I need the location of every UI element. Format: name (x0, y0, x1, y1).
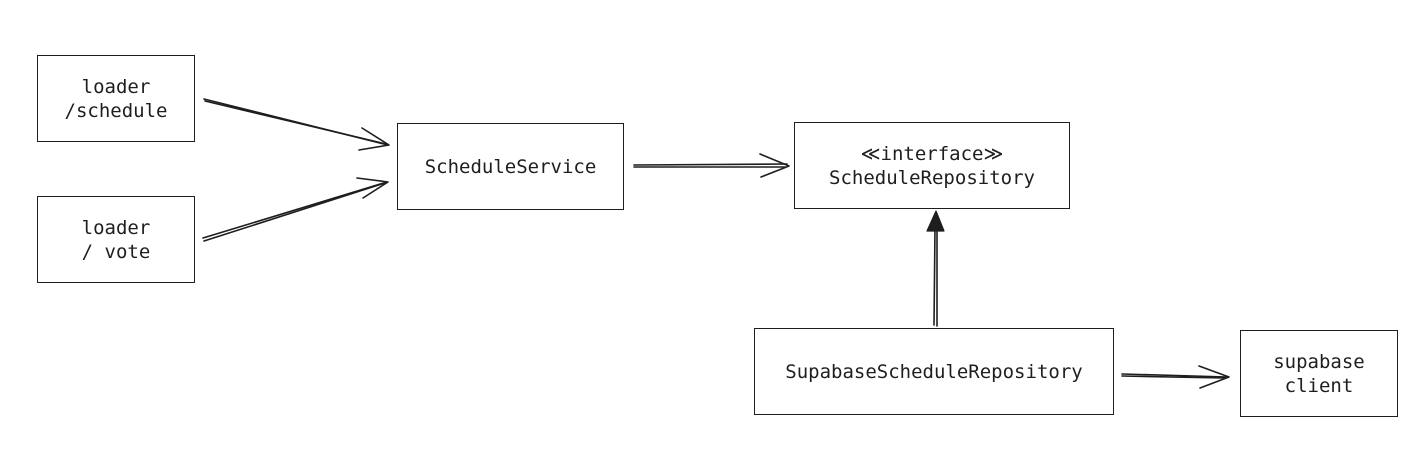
stereotype-label: ≪interface≫ (860, 142, 1004, 165)
node-schedule-service: ScheduleService (397, 123, 624, 210)
node-supabase-client: supabase client (1240, 330, 1398, 417)
node-label-line: supabase (1273, 350, 1365, 373)
node-label-line: loader (81, 216, 151, 239)
edge-loader-vote-to-schedule-service (202, 177, 389, 242)
node-label-line: ScheduleRepository (829, 166, 1035, 189)
node-schedule-repository: ≪interface≫ ScheduleRepository (794, 122, 1070, 209)
node-label-line: loader (81, 75, 151, 98)
node-label-line: ScheduleService (424, 155, 597, 178)
node-loader-schedule: loader /schedule (37, 55, 195, 142)
node-label-line: SupabaseScheduleRepository (785, 360, 1083, 383)
node-supabase-schedule-repository: SupabaseScheduleRepository (754, 328, 1114, 415)
edge-loader-schedule-to-schedule-service (203, 98, 390, 151)
node-loader-vote: loader / vote (37, 196, 195, 283)
node-label-line: client (1284, 374, 1354, 397)
node-label-line: / vote (81, 240, 151, 263)
edge-supabase-repository-implements-schedule-repository (926, 210, 945, 327)
edge-schedule-service-to-schedule-repository (633, 153, 790, 178)
node-label-line: /schedule (64, 99, 168, 122)
edge-supabase-repository-to-supabase-client (1121, 365, 1230, 389)
